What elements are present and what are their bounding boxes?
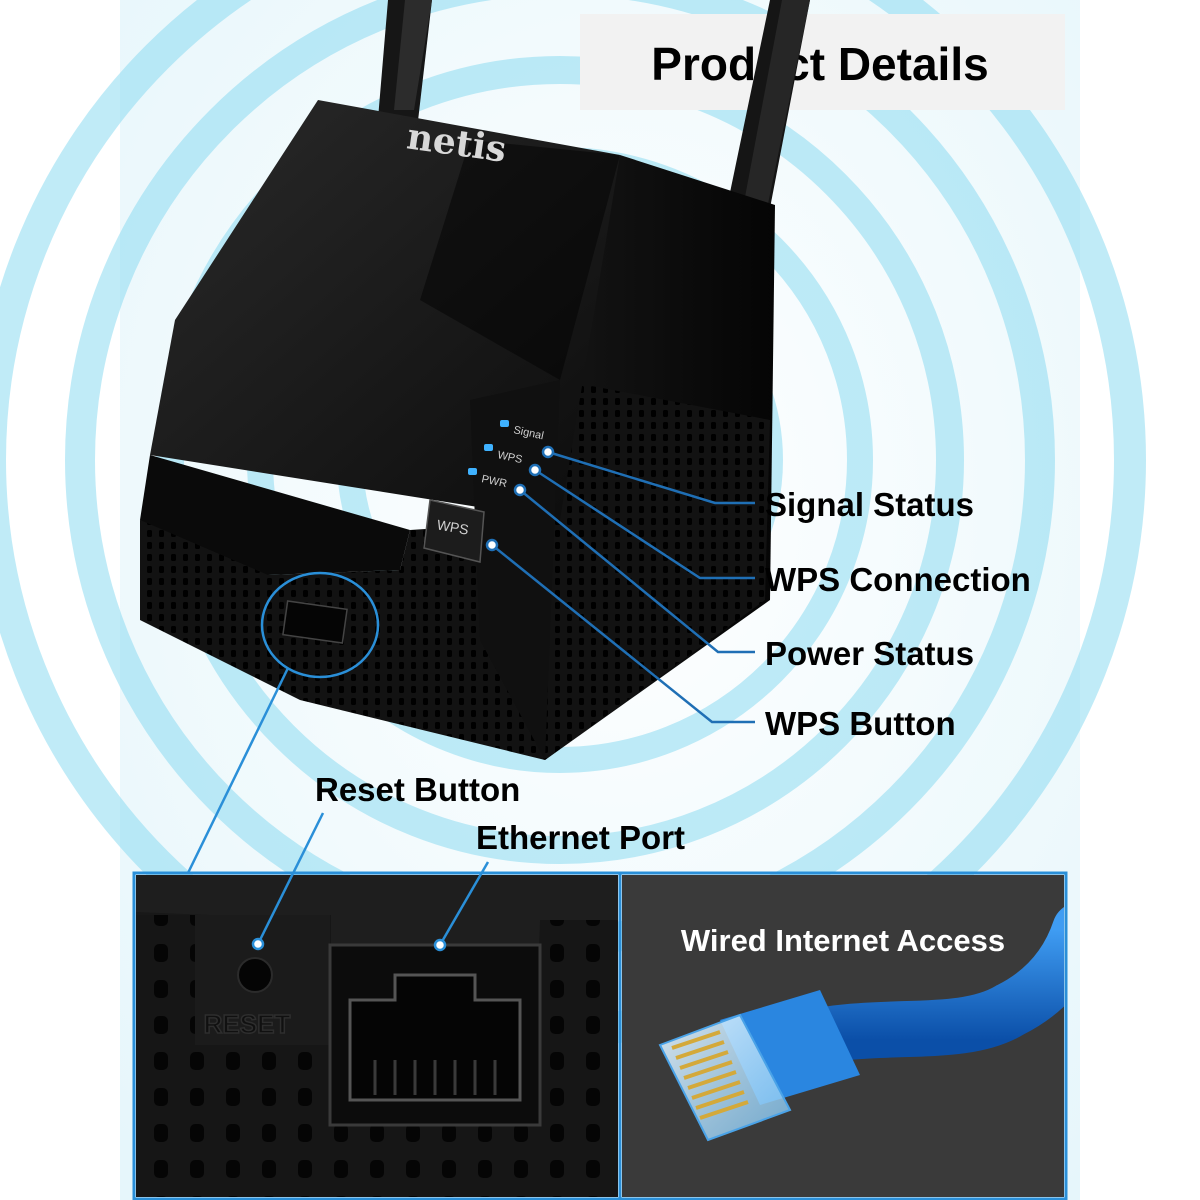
wps-button-label: WPS (436, 516, 470, 537)
reset-pointer-line (256, 812, 325, 945)
reset-pointer-dot (251, 937, 265, 951)
wired-access-label: Wired Internet Access (681, 923, 1005, 958)
callout-reset-button: Reset Button (315, 771, 520, 808)
led-indicators: Signal WPS PWR (468, 420, 545, 490)
wps-hardware-button: WPS (423, 499, 485, 563)
rj45-gold-pins (671, 1030, 749, 1120)
callout-dots (485, 445, 555, 552)
closeup-panel: RESET (136, 875, 618, 1197)
device-ethernet-port (282, 600, 348, 644)
ethernet-cable (772, 907, 1064, 1068)
reset-pinhole (237, 957, 273, 993)
title-box (580, 14, 1065, 110)
page-title: Product Details (651, 38, 988, 90)
led-label-wps: WPS (496, 449, 523, 466)
callout-wps-button: WPS Button (765, 705, 956, 742)
led-signal (500, 420, 509, 427)
port-magnifier-circle (260, 571, 380, 679)
magnifier-connector-line (186, 667, 290, 874)
ethernet-pointer-line (438, 861, 490, 946)
wired-access-panel (622, 875, 1064, 1197)
callout-lines (491, 450, 755, 724)
ethernet-pointer-dot (433, 938, 447, 952)
detail-panel-frame (132, 871, 1068, 1200)
led-pwr (468, 468, 477, 475)
led-label-pwr: PWR (480, 473, 508, 490)
callout-wps-connection: WPS Connection (765, 561, 1031, 598)
callout-signal-status: Signal Status (765, 486, 974, 523)
callout-ethernet-port: Ethernet Port (476, 819, 685, 856)
led-wps (484, 444, 493, 451)
callout-power-status: Power Status (765, 635, 974, 672)
reset-engraving: RESET (204, 1009, 291, 1039)
